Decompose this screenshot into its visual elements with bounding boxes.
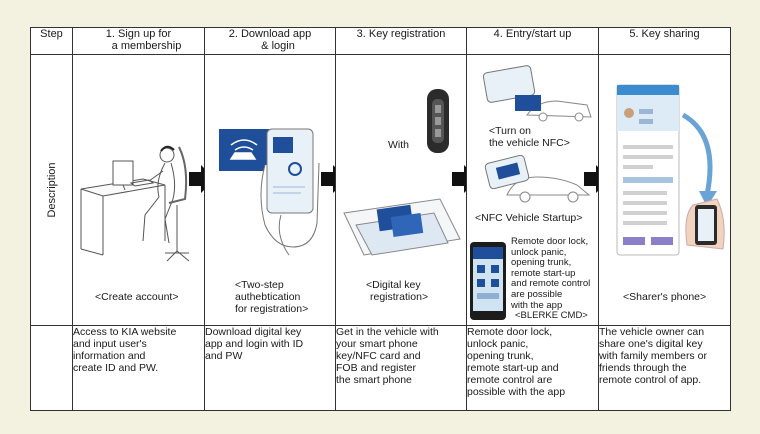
desc-5-line: friends through the xyxy=(599,362,687,374)
desc-4-line: remote control are xyxy=(467,374,553,386)
description-step-2: Download digital key app and login with … xyxy=(204,325,336,411)
desc-5-line: share one's digital key xyxy=(599,338,703,350)
header-step-3: 3. Key registration xyxy=(335,27,467,55)
step-4-remote-l5: and remote control xyxy=(511,278,591,290)
desc-3-line: FOB and register xyxy=(336,362,416,374)
description-step-5: The vehicle owner can share one's digita… xyxy=(598,325,731,411)
diagram-step-4: <Turn on the vehicle NFC> <NFC Vehicle S… xyxy=(466,54,599,326)
step-4-nfc-caption-l1: <Turn on xyxy=(489,125,531,137)
desc-1-line: information and xyxy=(73,350,146,362)
diagram-step-2: <Two-step authebtication for registratio… xyxy=(204,54,336,326)
key-sharing-phone-illustration xyxy=(616,84,725,256)
desc-3-line: Get in the vehicle with xyxy=(336,326,439,338)
header-step: Step xyxy=(30,27,73,55)
arrow-right-icon xyxy=(452,165,466,193)
step-4-startup-caption: <NFC Vehicle Startup> xyxy=(475,212,583,224)
desc-2-line: Download digital key xyxy=(205,326,302,338)
step-4-nfc-caption-l2: the vehicle NFC> xyxy=(489,137,570,149)
description-label-empty xyxy=(30,325,73,411)
phone-app-login-illustration xyxy=(219,128,320,256)
header-row: Step 1. Sign up for a membership 2. Down… xyxy=(30,27,731,55)
desc-3-line: your smart phone xyxy=(336,338,418,350)
desc-2-line: app and login with ID xyxy=(205,338,304,350)
desc-1-line: Access to KIA website xyxy=(73,326,177,338)
step-2-caption-l1: <Two-step xyxy=(235,279,284,291)
description-step-4: Remote door lock, unlock panic, opening … xyxy=(466,325,599,411)
person-at-computer-illustration xyxy=(80,145,190,262)
desc-4-line: opening trunk, xyxy=(467,350,534,362)
row-label: Description xyxy=(45,162,58,218)
header-step-1-line2: a membership xyxy=(111,40,182,52)
diagram-step-5: <Sharer's phone> xyxy=(598,54,731,326)
desc-3-line: key/NFC card and xyxy=(336,350,421,362)
desc-4-line: Remote door lock, xyxy=(467,326,553,338)
header-step-2: 2. Download app & login xyxy=(204,27,336,55)
key-fob-illustration xyxy=(427,89,449,153)
desc-4-line: possible with the app xyxy=(467,386,566,398)
description-row: Access to KIA website and input user's i… xyxy=(30,325,731,411)
nfc-card-phone-illustration xyxy=(343,198,461,256)
car-nfc-startup-illustration xyxy=(484,155,591,203)
step-4-remote-l3: opening trunk, xyxy=(511,257,572,269)
step-4-remote-l4: remote start-up xyxy=(511,267,576,279)
phone-nfc-car-illustration xyxy=(482,65,592,122)
desc-3-line: the smart phone xyxy=(336,374,412,386)
step-2-caption-l3: for registration> xyxy=(235,303,309,315)
step-4-remote-l7: with the app xyxy=(511,299,563,311)
header-step-2-line2: & login xyxy=(261,40,295,52)
description-step-3: Get in the vehicle with your smart phone… xyxy=(335,325,467,411)
desc-2-line: and PW xyxy=(205,350,243,362)
desc-1-line: and input user's xyxy=(73,338,147,350)
step-2-caption-l2: authebtication xyxy=(235,291,301,303)
diagram-row: Description xyxy=(30,54,731,326)
step-4-remote-text: Remote door lock, unlock panic, opening … xyxy=(511,236,591,322)
step-1-caption: <Create account> xyxy=(95,291,179,303)
diagram-step-3: With <Digital key registration> xyxy=(335,54,467,326)
desc-5-line: The vehicle owner can xyxy=(599,326,705,338)
row-label-cell: Description xyxy=(30,54,73,326)
remote-control-app-phone xyxy=(470,242,506,320)
step-4-remote-l2: unlock panic, xyxy=(511,246,567,258)
process-table: Step 1. Sign up for a membership 2. Down… xyxy=(30,27,731,411)
desc-1-line: create ID and PW. xyxy=(73,362,159,374)
step-4-remote-l6: are possible xyxy=(511,288,563,300)
arrow-right-icon xyxy=(189,165,204,193)
step-3-with-label: With xyxy=(388,139,409,151)
header-step-1: 1. Sign up for a membership xyxy=(72,27,205,55)
diagram-step-1: <Create account> xyxy=(72,54,205,326)
desc-4-line: unlock panic, xyxy=(467,338,529,350)
step-5-caption: <Sharer's phone> xyxy=(623,291,707,303)
step-4-blerke: <BLERKE CMD> xyxy=(515,310,588,322)
arrow-right-icon xyxy=(321,165,335,193)
desc-5-line: with family members or xyxy=(599,350,707,362)
header-step-2-line1: 2. Download app xyxy=(228,28,312,40)
header-step-1-line1: 1. Sign up for xyxy=(105,28,172,40)
header-step-5: 5. Key sharing xyxy=(598,27,731,55)
step-3-caption-l1: <Digital key xyxy=(366,279,421,291)
description-step-1: Access to KIA website and input user's i… xyxy=(72,325,205,411)
desc-5-line: remote control of app. xyxy=(599,374,702,386)
step-4-remote-l1: Remote door lock, xyxy=(511,236,589,247)
desc-4-line: remote start-up and xyxy=(467,362,559,374)
step-3-caption-l2: registration> xyxy=(370,291,429,303)
arrow-right-icon xyxy=(584,165,598,193)
header-step-4: 4. Entry/start up xyxy=(466,27,599,55)
